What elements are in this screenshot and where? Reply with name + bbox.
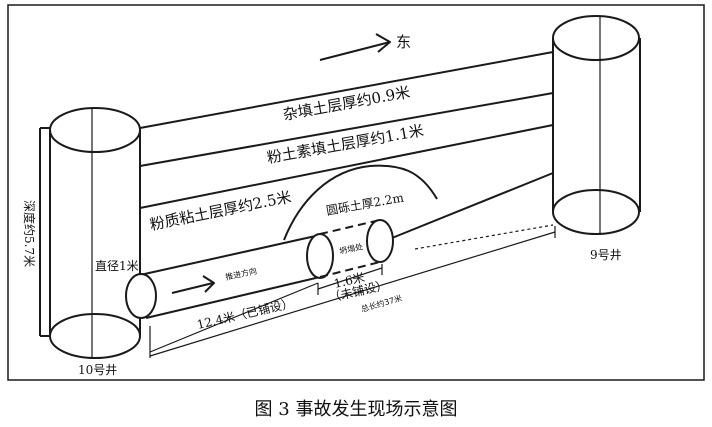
collapse-label: 坍塌处 [338,241,364,256]
figure-frame [7,4,705,381]
diameter-label: 直径1米 [95,259,139,273]
pipe-unlaid [319,219,394,278]
well-9-label: 9号井 [590,248,622,262]
unlaid-length-label: 1.6米 [333,270,366,291]
depth-label: 深度约5.7米 [22,200,37,267]
layer-clay-label: 粉质粘土层厚约2.5米 [148,188,293,234]
figure-caption: 图 3 事故发生现场示意图 [255,399,458,420]
push-arrow-icon [171,275,215,294]
direction-label: 东 [396,33,411,51]
pipe-direction-label: 推进方向 [224,266,257,282]
layer-gravel-label: 圆砾土厚2.2m [325,190,405,218]
pipe-laid [125,233,334,319]
well-9 [552,15,641,235]
well-10-label: 10号井 [78,363,117,377]
layer-boundaries [139,51,554,250]
well-10 [49,107,141,359]
east-arrow-icon [319,33,391,61]
gravel-mound [283,164,438,241]
dimension-lines [149,226,556,358]
layer-silt-label: 粉土素填土层厚约1.1米 [266,121,426,167]
